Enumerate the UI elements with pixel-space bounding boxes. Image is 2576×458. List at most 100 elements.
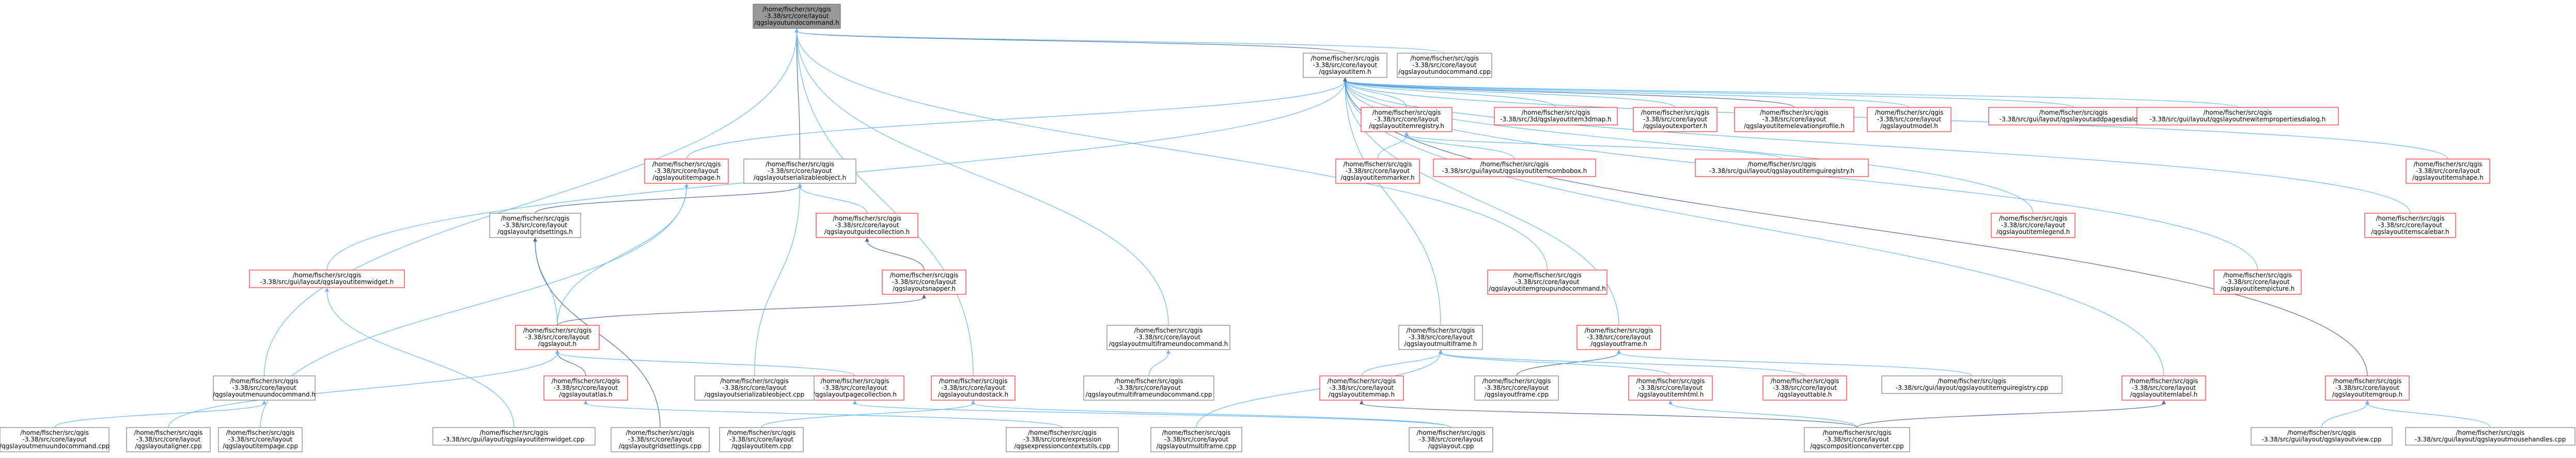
node-box bbox=[1106, 325, 1230, 350]
node-label: /home/fischer/src/qgis bbox=[501, 215, 570, 222]
graph-node[interactable]: /home/fischer/src/qgis-3.38/src/core/lay… bbox=[694, 375, 815, 401]
node-label: -3.38/src/core/layout bbox=[232, 384, 296, 391]
graph-node[interactable]: /home/fischer/src/qgis-3.38/src/core/lay… bbox=[515, 325, 600, 350]
node-label: -3.38/src/core/layout bbox=[1587, 334, 1651, 341]
graph-node[interactable]: /home/fischer/src/qgis-3.38/src/core/lay… bbox=[1487, 270, 1607, 295]
graph-node[interactable]: /home/fischer/src/qgis-3.38/src/core/lay… bbox=[1734, 107, 1854, 132]
graph-node[interactable]: /home/fischer/src/qgis-3.38/src/core/lay… bbox=[2121, 375, 2206, 401]
graph-node[interactable]: /home/fischer/src/qgis-3.38/src/core/lay… bbox=[719, 427, 804, 452]
node-label: /qgslayoutitemmap.h bbox=[1329, 391, 1395, 398]
graph-node[interactable]: /home/fischer/src/qgis-3.38/src/core/lay… bbox=[1409, 427, 1493, 452]
graph-node[interactable]: /home/fischer/src/qgis-3.38/src/gui/layo… bbox=[1881, 375, 2063, 394]
edge-arrowhead bbox=[1343, 77, 1347, 82]
graph-node[interactable]: /home/fischer/src/qgis-3.38/src/core/lay… bbox=[644, 159, 729, 184]
node-label: /qgslayoutitempage.cpp bbox=[223, 443, 298, 450]
node-label: -3.38/src/core/layout bbox=[628, 436, 692, 443]
node-label: /qgslayoutitem.h bbox=[1319, 68, 1371, 75]
graph-node[interactable]: /home/fischer/src/qgis-3.38/src/3d/qgsla… bbox=[1494, 107, 1618, 125]
node-box bbox=[126, 427, 211, 452]
dependency-edge bbox=[761, 403, 974, 428]
node-label: /home/fischer/src/qgis bbox=[1328, 377, 1396, 385]
edge-arrowhead bbox=[1439, 350, 1443, 354]
graph-node[interactable]: /home/fischer/src/qgis-3.38/src/core/lay… bbox=[805, 375, 904, 401]
node-label: /home/fischer/src/qgis bbox=[1372, 109, 1441, 116]
graph-node[interactable]: /home/fischer/src/qgis-3.38/src/core/lay… bbox=[2406, 159, 2490, 184]
dependency-edge bbox=[1345, 80, 2074, 108]
dependency-edge bbox=[796, 31, 801, 160]
graph-node[interactable]: /home/fischer/src/qgis-3.38/src/core/lay… bbox=[1397, 53, 1492, 78]
graph-node[interactable]: /home/fischer/src/qgis-3.38/src/core/lay… bbox=[213, 375, 316, 401]
graph-node[interactable]: /home/fischer/src/qgis-3.38/src/core/lay… bbox=[816, 213, 918, 238]
node-box bbox=[1867, 107, 1951, 132]
graph-node[interactable]: /home/fischer/src/qgis-3.38/src/core/lay… bbox=[1335, 159, 1420, 184]
graph-node[interactable]: /home/fischer/src/qgis-3.38/src/gui/layo… bbox=[1433, 159, 1596, 177]
graph-node[interactable]: /home/fischer/src/qgis-3.38/src/core/lay… bbox=[882, 270, 966, 295]
node-label: /home/fischer/src/qgis bbox=[230, 377, 299, 385]
graph-node[interactable]: /home/fischer/src/qgis-3.38/src/core/lay… bbox=[1474, 375, 1559, 401]
edge-arrowhead bbox=[794, 28, 799, 33]
node-label: /home/fischer/src/qgis bbox=[1311, 55, 1380, 62]
node-label: /qgslayoutitemlabel.h bbox=[2130, 391, 2198, 398]
node-label: /home/fischer/src/qgis bbox=[1344, 161, 1412, 168]
graph-node[interactable]: /home/fischer/src/qgis-3.38/src/core/lay… bbox=[1319, 375, 1404, 401]
graph-node[interactable]: /home/fischer/src/qgis-3.38/src/core/lay… bbox=[2364, 213, 2456, 238]
graph-node[interactable]: /home/fischer/src/qgis-3.38/src/core/lay… bbox=[1991, 213, 2075, 238]
dependency-edge bbox=[54, 403, 265, 428]
node-label: /home/fischer/src/qgis bbox=[2287, 429, 2356, 436]
graph-node[interactable]: /home/fischer/src/qgis-3.38/src/core/lay… bbox=[1083, 375, 1214, 401]
node-label: /qgslayoutatlas.h bbox=[559, 391, 612, 398]
graph-node[interactable]: /home/fischer/src/qgis-3.38/src/core/lay… bbox=[126, 427, 211, 452]
graph-node[interactable]: /home/fischer/src/qgis-3.38/src/core/lay… bbox=[0, 427, 110, 452]
graph-node[interactable]: /home/fischer/src/qgis-3.38/src/core/lay… bbox=[1303, 53, 1387, 78]
graph-node[interactable]: /home/fischer/src/qgis-3.38/src/core/lay… bbox=[1804, 427, 1910, 452]
graph-node[interactable]: /home/fischer/src/qgis-3.38/src/core/lay… bbox=[1762, 375, 1847, 401]
dependency-edge bbox=[1856, 403, 2164, 428]
graph-node[interactable]: /home/fischer/src/qgis-3.38/src/core/lay… bbox=[1398, 325, 1483, 350]
graph-node[interactable]: /home/fischer/src/qgis-3.38/src/core/lay… bbox=[931, 375, 1016, 401]
graph-node[interactable]: /home/fischer/src/qgis-3.38/src/gui/layo… bbox=[2136, 107, 2339, 125]
dependency-edge bbox=[2321, 403, 2368, 428]
graph-node[interactable]: /home/fischer/src/qgis-3.38/src/core/lay… bbox=[753, 4, 841, 29]
graph-node[interactable]: /home/fischer/src/qgis-3.38/src/core/exp… bbox=[1006, 427, 1119, 452]
graph-node[interactable]: /home/fischer/src/qgis-3.38/src/gui/layo… bbox=[1988, 107, 2159, 125]
graph-node[interactable]: /home/fischer/src/qgis-3.38/src/core/lay… bbox=[611, 427, 710, 452]
node-box bbox=[931, 375, 1016, 401]
node-label: -3.38/src/gui/layout/qgslayoutitemwidget… bbox=[444, 436, 585, 443]
node-label: /home/fischer/src/qgis bbox=[1480, 161, 1549, 168]
graph-node[interactable]: /home/fischer/src/qgis-3.38/src/core/lay… bbox=[218, 427, 303, 452]
graph-node[interactable]: /home/fischer/src/qgis-3.38/src/core/lay… bbox=[2325, 375, 2410, 401]
dependency-edge bbox=[686, 80, 1346, 160]
graph-node[interactable]: /home/fischer/src/qgis-3.38/src/core/lay… bbox=[543, 375, 628, 401]
dependency-edge bbox=[796, 31, 974, 376]
graph-node[interactable]: /home/fischer/src/qgis-3.38/src/core/lay… bbox=[489, 213, 581, 238]
graph-node[interactable]: /home/fischer/src/qgis-3.38/src/gui/layo… bbox=[2405, 427, 2575, 446]
graph-node[interactable]: /home/fischer/src/qgis-3.38/src/core/lay… bbox=[1361, 107, 1453, 132]
node-box bbox=[543, 375, 628, 401]
node-label: /home/fischer/src/qgis bbox=[1028, 429, 1097, 436]
node-label: /home/fischer/src/qgis bbox=[1938, 377, 2006, 385]
node-box bbox=[1988, 107, 2159, 125]
node-label: -3.38/src/core/layout bbox=[1375, 116, 1439, 123]
graph-node[interactable]: /home/fischer/src/qgis-3.38/src/gui/layo… bbox=[1695, 159, 1869, 177]
node-label: /home/fischer/src/qgis bbox=[939, 377, 1008, 385]
graph-node[interactable]: /home/fischer/src/qgis-3.38/src/gui/layo… bbox=[249, 270, 405, 288]
graph-node[interactable]: /home/fischer/src/qgis-3.38/src/core/lay… bbox=[743, 159, 856, 184]
graph-node[interactable]: /home/fischer/src/qgis-3.38/src/core/lay… bbox=[1150, 427, 1242, 452]
node-label: /qgslayoutitempage.h bbox=[652, 174, 720, 181]
graph-node[interactable]: /home/fischer/src/qgis-3.38/src/gui/layo… bbox=[2251, 427, 2393, 446]
graph-node[interactable]: /home/fischer/src/qgis-3.38/src/core/lay… bbox=[2213, 270, 2302, 295]
graph-node[interactable]: /home/fischer/src/qgis-3.38/src/gui/layo… bbox=[432, 427, 596, 446]
node-label: -3.38/src/core/layout bbox=[764, 12, 829, 20]
graph-node[interactable]: /home/fischer/src/qgis-3.38/src/core/lay… bbox=[1576, 325, 1661, 350]
node-label: -3.38/src/core/layout bbox=[768, 167, 832, 175]
graph-node[interactable]: /home/fischer/src/qgis-3.38/src/core/lay… bbox=[1628, 375, 1713, 401]
graph-node[interactable]: /home/fischer/src/qgis-3.38/src/core/lay… bbox=[1106, 325, 1230, 350]
dependency-edge bbox=[557, 352, 586, 376]
node-label: -3.38/src/core/layout bbox=[1164, 436, 1228, 443]
node-label: /qgslayoutitemmarker.h bbox=[1340, 174, 1414, 181]
node-label: /home/fischer/src/qgis bbox=[1134, 327, 1203, 334]
graph-node[interactable]: /home/fischer/src/qgis-3.38/src/core/lay… bbox=[1867, 107, 1951, 132]
dependency-edge bbox=[1345, 80, 2034, 214]
graph-node[interactable]: /home/fischer/src/qgis-3.38/src/core/lay… bbox=[1633, 107, 1718, 132]
node-label: -3.38/src/core/layout bbox=[892, 278, 956, 286]
